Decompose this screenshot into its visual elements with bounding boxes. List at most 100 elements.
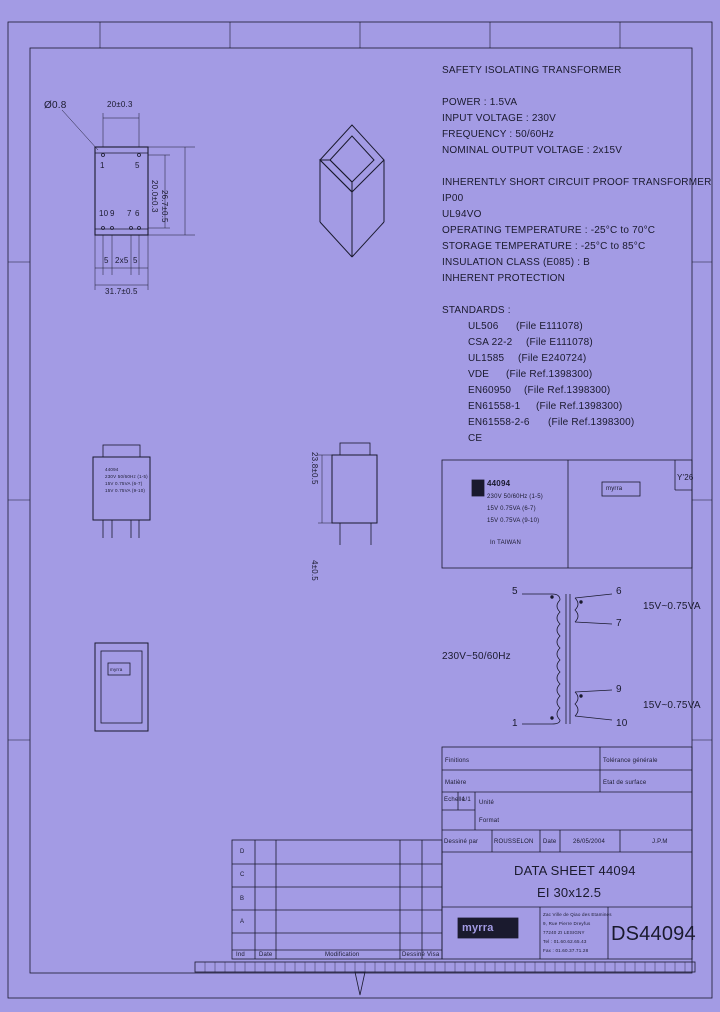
rev-header-visa: Visa (427, 952, 440, 958)
pin-diameter-dim: Ø0.8 (44, 100, 67, 111)
rev-header-modification: Modification (325, 952, 360, 958)
schematic-primary: 230V~50/60Hz (442, 651, 511, 662)
label-rating: 230V 50/60Hz (1-5) (487, 494, 543, 500)
standard-name: UL1585 (468, 353, 505, 364)
rev-letter-c: C (240, 872, 245, 878)
pin-label-10: 10 (99, 209, 109, 218)
pitch-dim-center: 2x5 (115, 256, 129, 265)
company-line: Fax : 01.60.37.71.28 (543, 948, 589, 953)
schematic-pin-7: 7 (616, 618, 622, 629)
tb-surface: Etat de surface (603, 780, 647, 786)
company-line: 9, Rue Pierre Dreyfus (543, 921, 591, 926)
tb-unite: Unité (479, 800, 495, 806)
pin-label-6: 6 (135, 209, 140, 218)
standards-label: STANDARDS : (442, 305, 511, 316)
overall-width-dim: 31.7±0.5 (105, 287, 138, 296)
spec-line: FREQUENCY : 50/60Hz (442, 129, 554, 140)
spec-title: SAFETY ISOLATING TRANSFORMER (442, 65, 622, 76)
label-brand: myrra (606, 486, 623, 492)
standard-name: VDE (468, 369, 490, 380)
standard-file: (File Ref.1398300) (548, 417, 635, 428)
spec-basic-list: POWER : 1.5VA INPUT VOLTAGE : 230V FREQU… (442, 97, 622, 157)
company-line: Tel : 01.60.62.65.43 (543, 939, 587, 944)
rev-letter-a: A (240, 919, 245, 925)
tb-logo-brand: myrra (462, 922, 494, 934)
tb-format: Format (479, 818, 500, 824)
label-model: 44094 (487, 479, 511, 488)
spec-line: INPUT VOLTAGE : 230V (442, 113, 557, 124)
standard-name: EN61558-2-6 (468, 417, 530, 428)
spec-extended-list: INHERENTLY SHORT CIRCUIT PROOF TRANSFORM… (442, 177, 712, 285)
schematic-pin-6: 6 (616, 586, 622, 597)
standard-name: EN61558-1 (468, 401, 521, 412)
schematic-pin-10: 10 (616, 718, 628, 729)
label-out1: 15V 0.75VA (6-7) (487, 506, 536, 512)
height-dim: 26.7±0.5 (160, 190, 169, 223)
tb-title-1: DATA SHEET 44094 (514, 863, 636, 878)
tb-echelle: Echelle (444, 797, 466, 803)
standard-file: (File Ref.1398300) (506, 369, 593, 380)
rev-header-drawn: Dessiné (402, 952, 426, 958)
rev-letter-d: D (240, 849, 245, 855)
standard-name: EN60950 (468, 385, 512, 396)
body-label-rating: 230V 50/60Hz (1-5) (105, 474, 148, 479)
side-height-dim: 23.8±0.5 (310, 452, 319, 485)
tb-company-address: Zac Ville de Qiao des Etamines 9, Rue Pi… (543, 912, 612, 953)
standard-name: UL506 (468, 321, 499, 332)
tb-finitions: Finitions (445, 758, 470, 764)
label-origin: In TAIWAN (490, 540, 522, 546)
rev-letter-b: B (240, 896, 245, 902)
pin-span-dim: 20.0±0.3 (150, 180, 159, 213)
corner-label: Y'26 (677, 473, 694, 482)
top-width-dim: 20±0.3 (107, 100, 133, 109)
company-line: 77240 ZI LESIGNY (543, 930, 585, 935)
spec-line: INHERENT PROTECTION (442, 273, 566, 284)
tb-title-2: EI 30x12.5 (537, 885, 602, 900)
tb-date: 26/05/2004 (573, 839, 606, 845)
tb-reference: DS44094 (611, 923, 696, 945)
schematic-out2: 15V~0.75VA (643, 700, 701, 711)
standard-file: (File Ref.1398300) (536, 401, 623, 412)
tb-scale: 1/1 (462, 797, 471, 803)
spec-line: STORAGE TEMPERATURE : -25°C to 85°C (442, 241, 646, 252)
standard-name: CE (468, 433, 483, 444)
body-label-out1: 15V 0.75VA (6-7) (105, 481, 143, 486)
tb-drawn-by-label: Dessiné par (444, 839, 479, 845)
pin-label-9: 9 (110, 209, 115, 218)
label-out2: 15V 0.75VA (9-10) (487, 518, 540, 524)
standard-name: CSA 22-2 (468, 337, 513, 348)
body-label-out2: 15V 0.75VA (9-10) (105, 488, 146, 493)
schematic-out1: 15V~0.75VA (643, 601, 701, 612)
bottom-label-brand: myrra (110, 667, 123, 672)
standard-file: (File E240724) (518, 353, 587, 364)
spec-line: POWER : 1.5VA (442, 97, 518, 108)
tb-date-label: Date (543, 839, 557, 845)
side-pin-dim: 4±0.5 (310, 560, 319, 581)
standard-file: (File Ref.1398300) (524, 385, 611, 396)
pitch-dim-right: 5 (133, 256, 138, 265)
spec-line: INHERENTLY SHORT CIRCUIT PROOF TRANSFORM… (442, 177, 712, 188)
schematic-pin-9: 9 (616, 684, 622, 695)
spec-line: NOMINAL OUTPUT VOLTAGE : 2x15V (442, 145, 623, 156)
company-line: Zac Ville de Qiao des Etamines (543, 912, 612, 917)
schematic-pin-5: 5 (512, 586, 518, 597)
spec-line: IP00 (442, 193, 464, 204)
schematic-pin-1: 1 (512, 718, 518, 729)
tb-tolerance: Tolérance générale (603, 758, 658, 764)
spec-line: UL94VO (442, 209, 482, 220)
standard-file: (File E111078) (516, 321, 583, 332)
body-label-model: 44094 (105, 467, 119, 472)
tb-drawn-by: ROUSSELON (494, 839, 534, 845)
pin-label-7: 7 (127, 209, 132, 218)
spec-line: INSULATION CLASS (E085) : B (442, 257, 591, 268)
tb-visa: J.P.M (652, 839, 668, 845)
pin-label-1: 1 (100, 161, 105, 170)
tb-matiere: Matière (445, 780, 467, 786)
pitch-dim-left: 5 (104, 256, 109, 265)
pin-label-5: 5 (135, 161, 140, 170)
standard-file: (File E111078) (526, 337, 593, 348)
rev-header-ind: Ind (236, 952, 245, 958)
rev-header-date: Date (259, 952, 273, 958)
